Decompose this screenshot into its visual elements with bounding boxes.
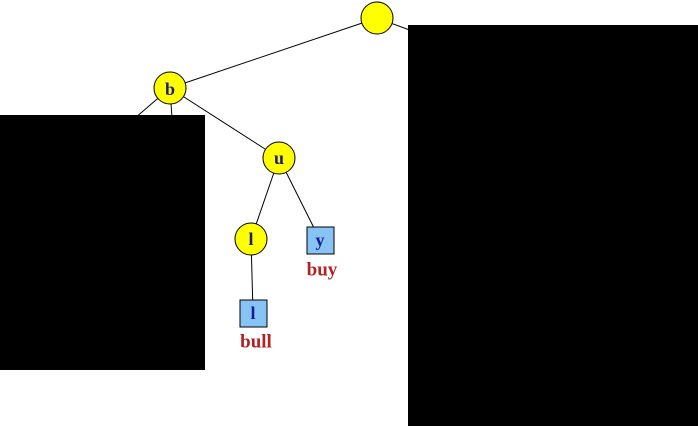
- word-bull-label: bull: [240, 332, 272, 353]
- leaf-l-label: l: [250, 303, 255, 323]
- node-u-label: u: [274, 148, 284, 168]
- word-buy-label: buy: [307, 260, 338, 281]
- redaction-box-right: [408, 25, 698, 426]
- trie-leaf-l: l bull: [239, 299, 272, 353]
- leaf-y-label: y: [316, 230, 325, 250]
- trie-node-l: l: [234, 222, 268, 256]
- edge-root-b: [169, 17, 378, 89]
- node-b-label: b: [165, 79, 175, 99]
- trie-node-b: b: [153, 71, 187, 105]
- trie-root-node: [360, 1, 394, 35]
- node-l-label: l: [248, 229, 253, 249]
- trie-node-u: u: [262, 141, 296, 175]
- trie-leaf-y: y buy: [306, 226, 338, 281]
- redaction-box-left: [0, 115, 205, 370]
- edge-b-u: [169, 87, 280, 159]
